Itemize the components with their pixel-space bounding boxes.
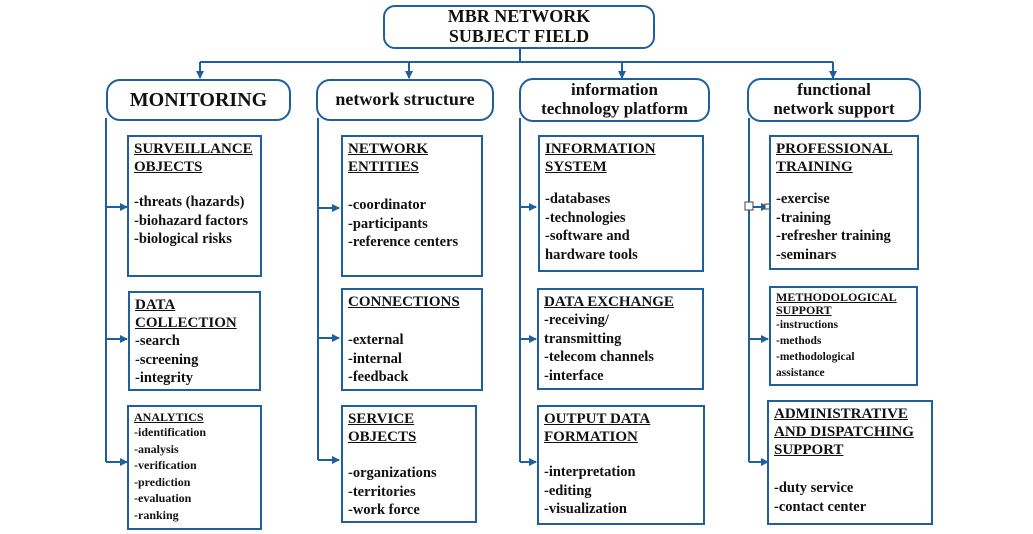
box-item: -reference centers xyxy=(348,234,459,250)
column-header-label: network support xyxy=(773,99,895,118)
box-item: assistance xyxy=(776,367,825,379)
box-title: AND DISPATCHING xyxy=(774,424,914,440)
box-administrative-dispatching: ADMINISTRATIVE AND DISPATCHING SUPPORT -… xyxy=(767,400,933,525)
column-header-functional-support: functional network support xyxy=(747,78,921,122)
box-item: -duty service xyxy=(774,480,854,496)
box-item: -analysis xyxy=(134,441,179,456)
box-item: -methodological xyxy=(776,351,855,363)
box-title: DATA EXCHANGE xyxy=(544,294,674,310)
column-header-label: technology platform xyxy=(541,99,688,118)
box-item: -work force xyxy=(348,502,420,518)
box-data-exchange: DATA EXCHANGE -receiving/ transmitting -… xyxy=(537,288,704,390)
box-item: -databases xyxy=(545,191,611,207)
box-title: ENTITIES xyxy=(348,159,419,175)
box-service-objects: SERVICE OBJECTS -organizations -territor… xyxy=(341,405,477,523)
box-title: COLLECTION xyxy=(135,315,237,331)
box-title: OUTPUT DATA xyxy=(544,411,651,427)
title-line: SUBJECT FIELD xyxy=(448,26,590,46)
box-item: -telecom channels xyxy=(544,349,654,365)
box-professional-training: PROFESSIONAL TRAINING -exercise -trainin… xyxy=(769,135,919,270)
box-item: -participants xyxy=(348,215,428,232)
box-item: -technologies xyxy=(545,209,626,226)
box-item: -exercise xyxy=(776,191,830,207)
box-item: -editing xyxy=(544,482,592,499)
box-title: FORMATION xyxy=(544,429,638,445)
box-title: DATA xyxy=(135,297,176,313)
box-methodological-support: METHODOLOGICAL SUPPORT -instructions -me… xyxy=(769,286,918,386)
box-item: -territories xyxy=(348,483,416,500)
box-information-system: INFORMATION SYSTEM -databases -technolog… xyxy=(538,135,704,272)
box-item: -identification xyxy=(134,425,206,439)
box-title: NETWORK xyxy=(348,141,429,157)
box-item: -biological risks xyxy=(134,231,232,247)
box-item: -interpretation xyxy=(544,464,636,480)
box-item: -visualization xyxy=(544,501,627,517)
box-title: INFORMATION xyxy=(545,141,656,157)
title-box: MBR NETWORK SUBJECT FIELD xyxy=(383,5,655,49)
box-item: -ranking xyxy=(134,507,179,522)
box-surveillance-objects: SURVEILLANCE OBJECTS -threats (hazards) … xyxy=(127,135,262,277)
box-analytics: ANALYTICS -identification -analysis -ver… xyxy=(127,405,262,530)
column-header-it-platform: information technology platform xyxy=(519,78,710,122)
column-header-label: MONITORING xyxy=(129,89,268,111)
box-title: TRAINING xyxy=(776,159,853,175)
box-title: METHODOLOGICAL xyxy=(776,290,897,304)
box-item: -software and xyxy=(545,228,630,244)
box-title: SYSTEM xyxy=(545,159,607,175)
box-item: -verification xyxy=(134,458,197,472)
box-item: -prediction xyxy=(134,474,191,489)
box-item: transmitting xyxy=(544,330,622,347)
box-item: -external xyxy=(348,332,404,348)
box-title: ADMINISTRATIVE xyxy=(774,406,908,422)
box-item: -internal xyxy=(348,350,402,367)
box-title: CONNECTIONS xyxy=(348,294,460,310)
box-item: -search xyxy=(135,333,180,349)
box-item: -methods xyxy=(776,335,822,347)
box-item: -refresher training xyxy=(776,228,891,244)
junction-handle xyxy=(744,201,754,211)
column-header-network-structure: network structure xyxy=(316,79,494,121)
column-header-label: network structure xyxy=(335,89,475,110)
box-title: SUPPORT xyxy=(776,303,832,317)
box-item: -coordinator xyxy=(348,197,427,213)
box-connections: CONNECTIONS -external -internal -feedbac… xyxy=(341,288,483,391)
box-output-data-formation: OUTPUT DATA FORMATION -interpretation -e… xyxy=(537,405,705,525)
box-title: OBJECTS xyxy=(348,429,417,445)
box-item: -feedback xyxy=(348,369,409,385)
box-item: -instructions xyxy=(776,319,838,331)
box-title: SERVICE xyxy=(348,411,415,427)
box-item: -training xyxy=(776,209,831,226)
box-item: -screening xyxy=(135,351,199,368)
box-item: -interface xyxy=(544,367,604,384)
title-line: MBR NETWORK xyxy=(447,6,591,27)
box-title: ANALYTICS xyxy=(134,410,204,424)
column-header-monitoring: MONITORING xyxy=(106,79,291,121)
box-title: PROFESSIONAL xyxy=(776,141,893,157)
box-item: hardware tools xyxy=(545,246,638,263)
box-title: OBJECTS xyxy=(134,159,203,175)
box-item: -organizations xyxy=(348,465,437,481)
box-title: SURVEILLANCE xyxy=(134,141,253,157)
box-title: SUPPORT xyxy=(774,442,844,458)
box-network-entities: NETWORK ENTITIES -coordinator -participa… xyxy=(341,135,483,277)
box-data-collection: DATA COLLECTION -search -screening -inte… xyxy=(128,291,261,391)
box-item: -evaluation xyxy=(134,491,192,505)
column-header-label: information xyxy=(571,80,658,100)
box-item: -seminars xyxy=(776,246,837,263)
box-item: -receiving/ xyxy=(544,312,609,328)
box-item: -integrity xyxy=(135,370,193,386)
box-item: -threats (hazards) xyxy=(134,194,245,210)
column-header-label: functional xyxy=(797,80,871,100)
box-item: -biohazard factors xyxy=(134,212,248,229)
box-item: -contact center xyxy=(774,498,867,515)
